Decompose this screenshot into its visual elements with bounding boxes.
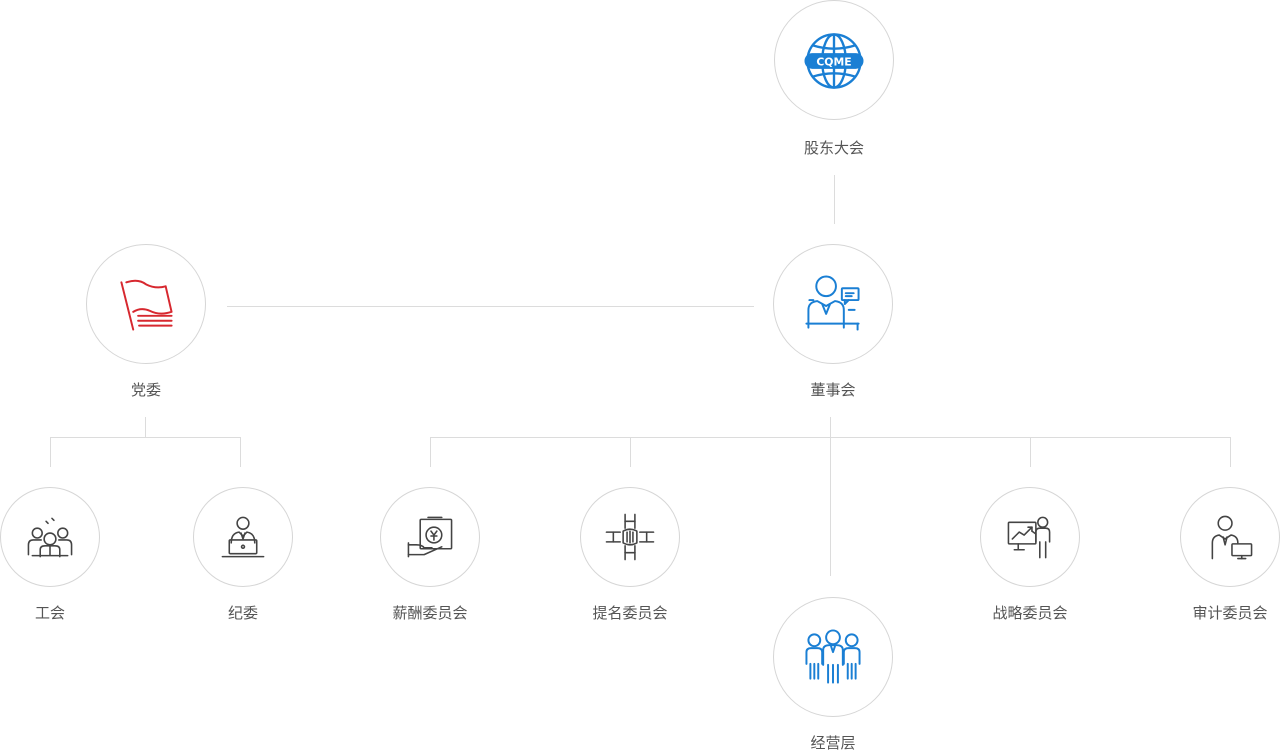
party-committee-label: 党委	[130, 381, 161, 399]
presenter-at-desk-icon	[805, 275, 860, 331]
board-node	[773, 244, 893, 364]
line-party-branch	[50, 437, 241, 438]
discipline-committee-node	[193, 487, 293, 587]
person-at-laptop-icon	[221, 516, 265, 558]
shareholders-label: 股东大会	[803, 139, 864, 157]
line-shareholders-board	[834, 175, 835, 224]
discipline-committee-label: 纪委	[227, 604, 258, 622]
line-board-drop-4	[1230, 437, 1231, 467]
strategy-committee-node	[980, 487, 1080, 587]
line-board-drop-1	[430, 437, 431, 467]
compensation-committee-label: 薪酬委员会	[392, 604, 468, 622]
labor-union-node	[0, 487, 100, 587]
management-node	[773, 597, 893, 717]
labor-union-label: 工会	[34, 604, 65, 622]
red-flag-icon	[120, 279, 173, 331]
compensation-committee-node	[380, 487, 480, 587]
cqme-globe-logo: CQME	[804, 33, 864, 89]
line-party-stem	[145, 417, 146, 437]
audit-committee-label: 审计委员会	[1192, 604, 1268, 622]
audit-committee-node	[1180, 487, 1280, 587]
line-party-right-drop	[240, 437, 241, 467]
strategy-committee-label: 战略委员会	[992, 604, 1068, 622]
management-label: 经营层	[810, 734, 856, 750]
board-label: 董事会	[810, 381, 856, 399]
line-board-drop-2	[630, 437, 631, 467]
nomination-committee-label: 提名委员会	[592, 604, 668, 622]
team-people-icon	[805, 629, 861, 684]
yuan-hand-icon	[407, 516, 453, 558]
line-board-stem	[830, 417, 831, 576]
person-monitor-icon	[1211, 515, 1253, 560]
group-people-icon	[27, 517, 73, 558]
handshake-puzzle-icon	[605, 513, 655, 561]
presenter-chart-icon	[1007, 516, 1051, 559]
party-committee-node	[86, 244, 206, 364]
nomination-committee-node	[580, 487, 680, 587]
line-board-drop-3	[1030, 437, 1031, 467]
line-party-board	[227, 306, 754, 307]
line-party-left-drop	[50, 437, 51, 467]
shareholders-node: CQME	[774, 0, 894, 120]
cqme-logo-text: CQME	[816, 55, 851, 68]
